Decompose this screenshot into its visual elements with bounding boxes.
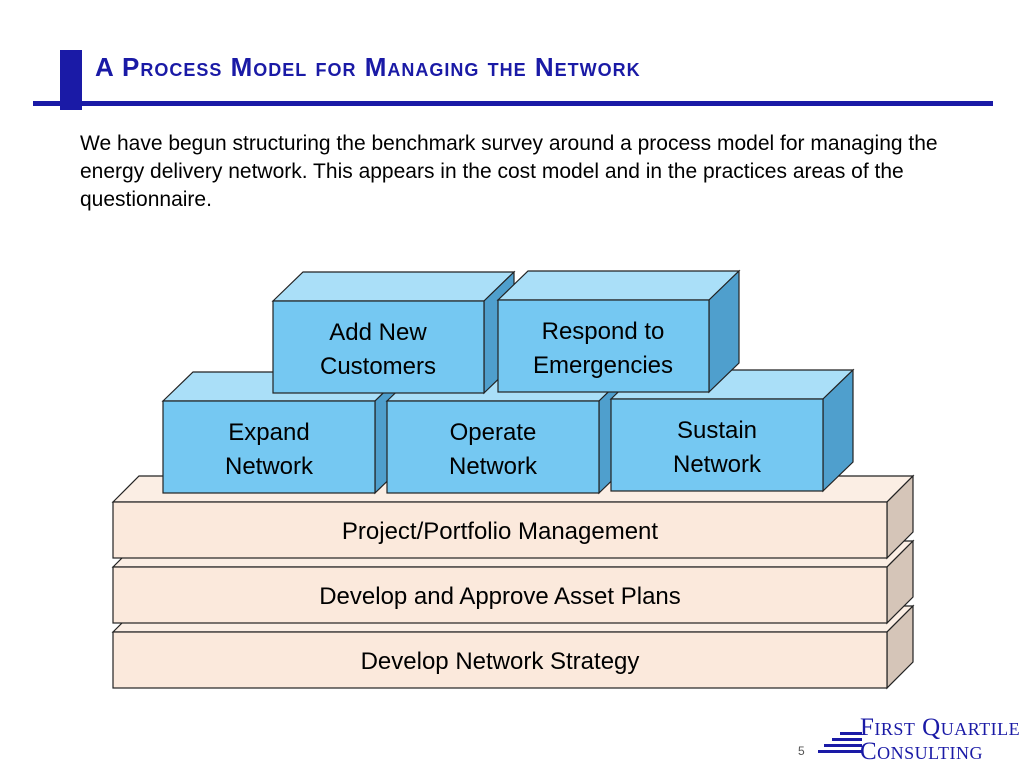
box-label-sustain-line2: Network [673,451,762,478]
box-label-add-customers-line1: Add New [329,319,427,346]
logo-stripes-icon [818,732,862,753]
box-label-expand-line1: Expand [228,419,309,446]
box-label-emergencies-line1: Respond to [542,318,665,345]
layer-label-network-strategy: Develop Network Strategy [361,648,640,675]
box-label-sustain-line1: Sustain [677,417,757,444]
box-label-expand-line2: Network [225,453,314,480]
box-label-add-customers-line2: Customers [320,353,436,380]
intro-paragraph: We have begun structuring the benchmark … [80,132,938,211]
box-label-emergencies-line2: Emergencies [533,352,673,379]
title-underline [33,101,993,106]
box-respond-to-emergencies [496,269,741,394]
title-marker-bar [60,50,82,110]
layer-label-asset-plans: Develop and Approve Asset Plans [319,583,681,610]
logo-text-line1: First Quartile [860,714,1021,741]
company-logo: First Quartile Consulting [818,710,1024,768]
page-number: 5 [798,744,805,758]
box-label-operate-line1: Operate [450,419,537,446]
slide-title: A Process Model for Managing the Network [95,52,641,82]
logo-text-line2: Consulting [860,738,984,765]
box-label-operate-line2: Network [449,453,538,480]
layer-label-project-portfolio: Project/Portfolio Management [342,518,658,545]
